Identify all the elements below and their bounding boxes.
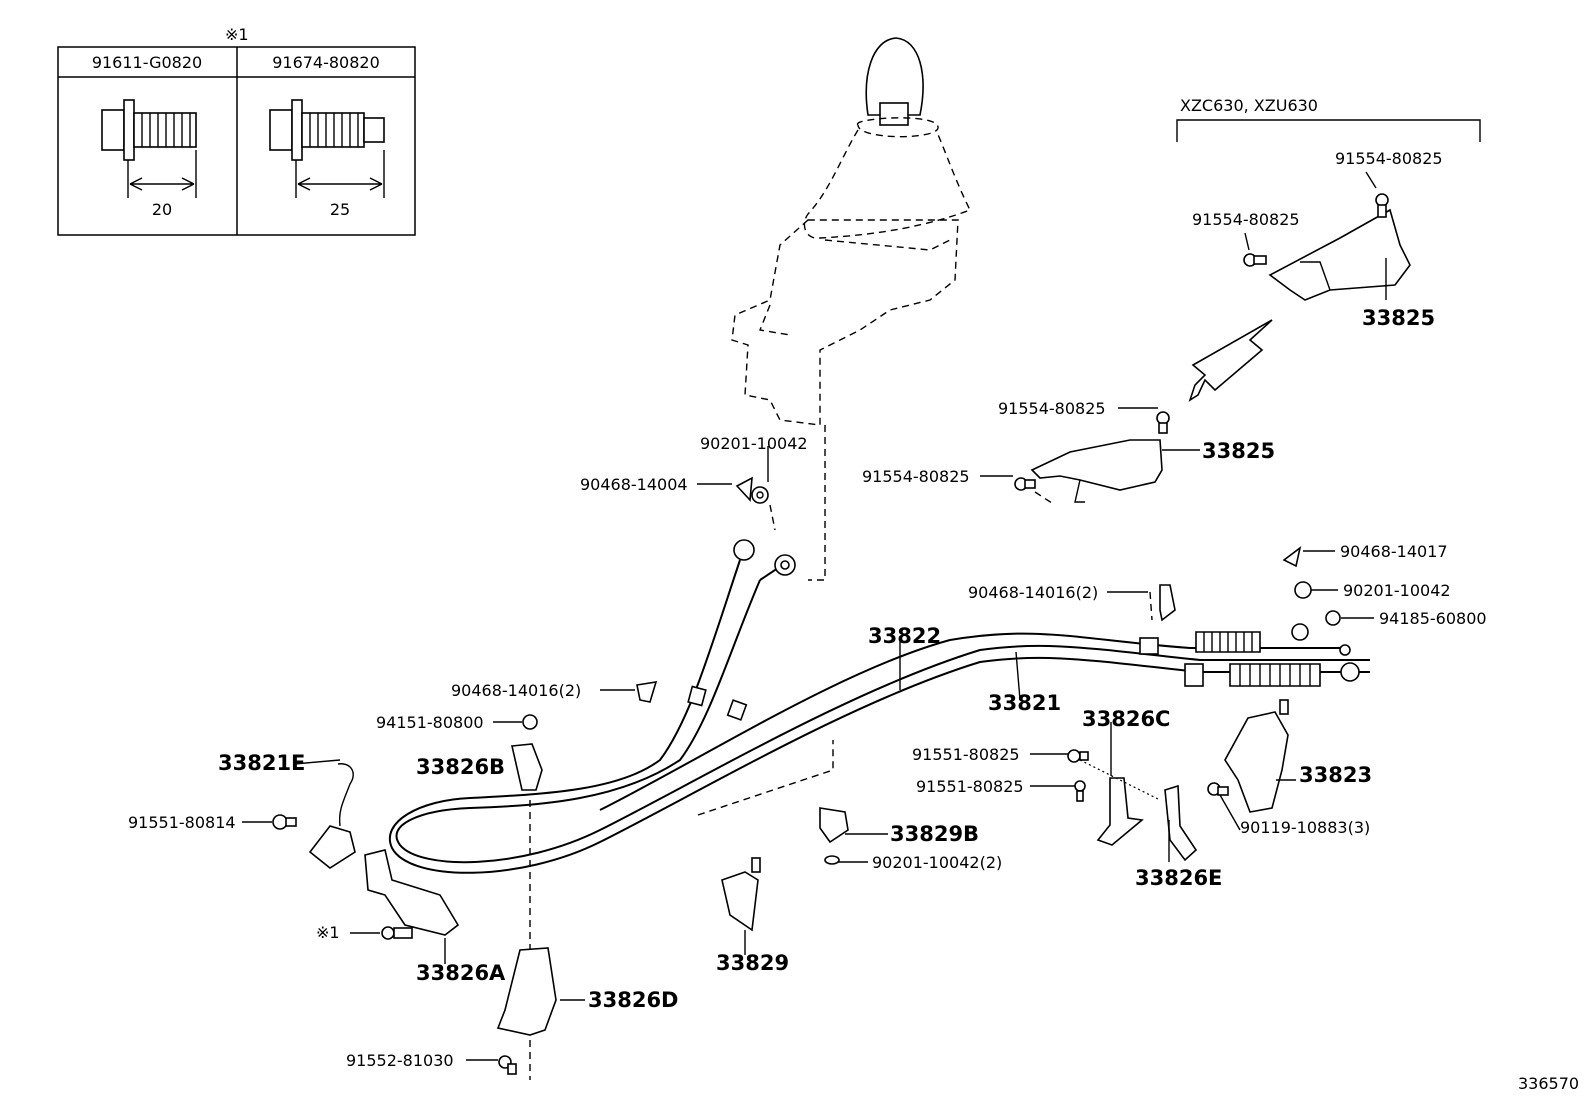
label-94185-60800: 94185-60800 — [1379, 609, 1487, 628]
label-90468-14016-a: 90468-14016(2) — [968, 583, 1098, 602]
label-33826A: 33826A — [416, 961, 506, 985]
bracket-33823 — [1224, 711, 1289, 813]
label-90468-14004: 90468-14004 — [580, 475, 688, 494]
shift-cables — [389, 539, 1370, 874]
note-table-col2-length: 25 — [330, 200, 350, 219]
arrow-icon — [1188, 319, 1273, 402]
shift-lever-assembly — [731, 37, 971, 581]
label-90201-10042-b: 90201-10042 — [1343, 581, 1451, 600]
shift-knob — [865, 37, 924, 116]
bracket-33825 — [1014, 411, 1170, 506]
diagram-id: 336570 — [1518, 1074, 1579, 1093]
note-table-col1-length: 20 — [152, 200, 172, 219]
bracket-33826E — [1164, 784, 1198, 862]
label-91551-80825-b: 91551-80825 — [916, 777, 1024, 796]
label-33826E: 33826E — [1135, 866, 1222, 890]
label-94151-80800: 94151-80800 — [376, 713, 484, 732]
label-91552-81030: 91552-81030 — [346, 1051, 454, 1070]
label-91551-80825-a: 91551-80825 — [912, 745, 1020, 764]
variant-label: XZC630, XZU630 — [1180, 96, 1318, 115]
label-33821: 33821 — [988, 691, 1061, 715]
label-33829B: 33829B — [890, 822, 979, 846]
label-90119-10883: 90119-10883(3) — [1240, 818, 1370, 837]
bracket-33825-variant — [1268, 208, 1411, 301]
label-90468-14017: 90468-14017 — [1340, 542, 1448, 561]
label-33825-a: 33825 — [1362, 306, 1435, 330]
note-table-col1-part: 91611-G0820 — [92, 53, 202, 72]
label-33826C: 33826C — [1082, 707, 1170, 731]
leader-lines — [242, 171, 1387, 1061]
label-91554-80825-b: 91554-80825 — [1192, 210, 1300, 229]
bracket-33826D — [496, 947, 557, 1036]
clamp-33826B — [511, 743, 543, 791]
label-90201-10042-c: 90201-10042(2) — [872, 853, 1002, 872]
label-90468-14016-b: 90468-14016(2) — [451, 681, 581, 700]
label-91554-80825-c: 91554-80825 — [998, 399, 1106, 418]
label-91551-80814: 91551-80814 — [128, 813, 236, 832]
clip-icon — [735, 476, 753, 502]
label-33826B: 33826B — [416, 755, 505, 779]
label-91554-80825-d: 91554-80825 — [862, 467, 970, 486]
label-note-mark: ※1 — [316, 923, 340, 942]
variant-group: XZC630, XZU630 — [1176, 96, 1481, 402]
label-91554-80825-a: 91554-80825 — [1335, 149, 1443, 168]
bolt-icon — [269, 99, 385, 198]
note-table-mark: ※1 — [225, 25, 249, 44]
label-33822: 33822 — [868, 624, 941, 648]
label-33825-b: 33825 — [1202, 439, 1275, 463]
part-labels: 91554-80825 91554-80825 33825 91554-8082… — [128, 149, 1579, 1093]
note-table: ※1 91611-G0820 91674-80820 20 — [57, 25, 416, 236]
label-33823: 33823 — [1299, 763, 1372, 787]
bracket-33826C — [1096, 777, 1144, 846]
label-33821E: 33821E — [218, 751, 305, 775]
label-33829: 33829 — [716, 951, 789, 975]
label-90201-10042-a: 90201-10042 — [700, 434, 808, 453]
hardware — [272, 476, 1341, 1080]
bracket-33826A — [364, 849, 460, 936]
note-table-col2-part: 91674-80820 — [272, 53, 380, 72]
clip-33829 — [721, 871, 759, 932]
bolt-icon — [101, 99, 197, 198]
label-33826D: 33826D — [588, 988, 679, 1012]
